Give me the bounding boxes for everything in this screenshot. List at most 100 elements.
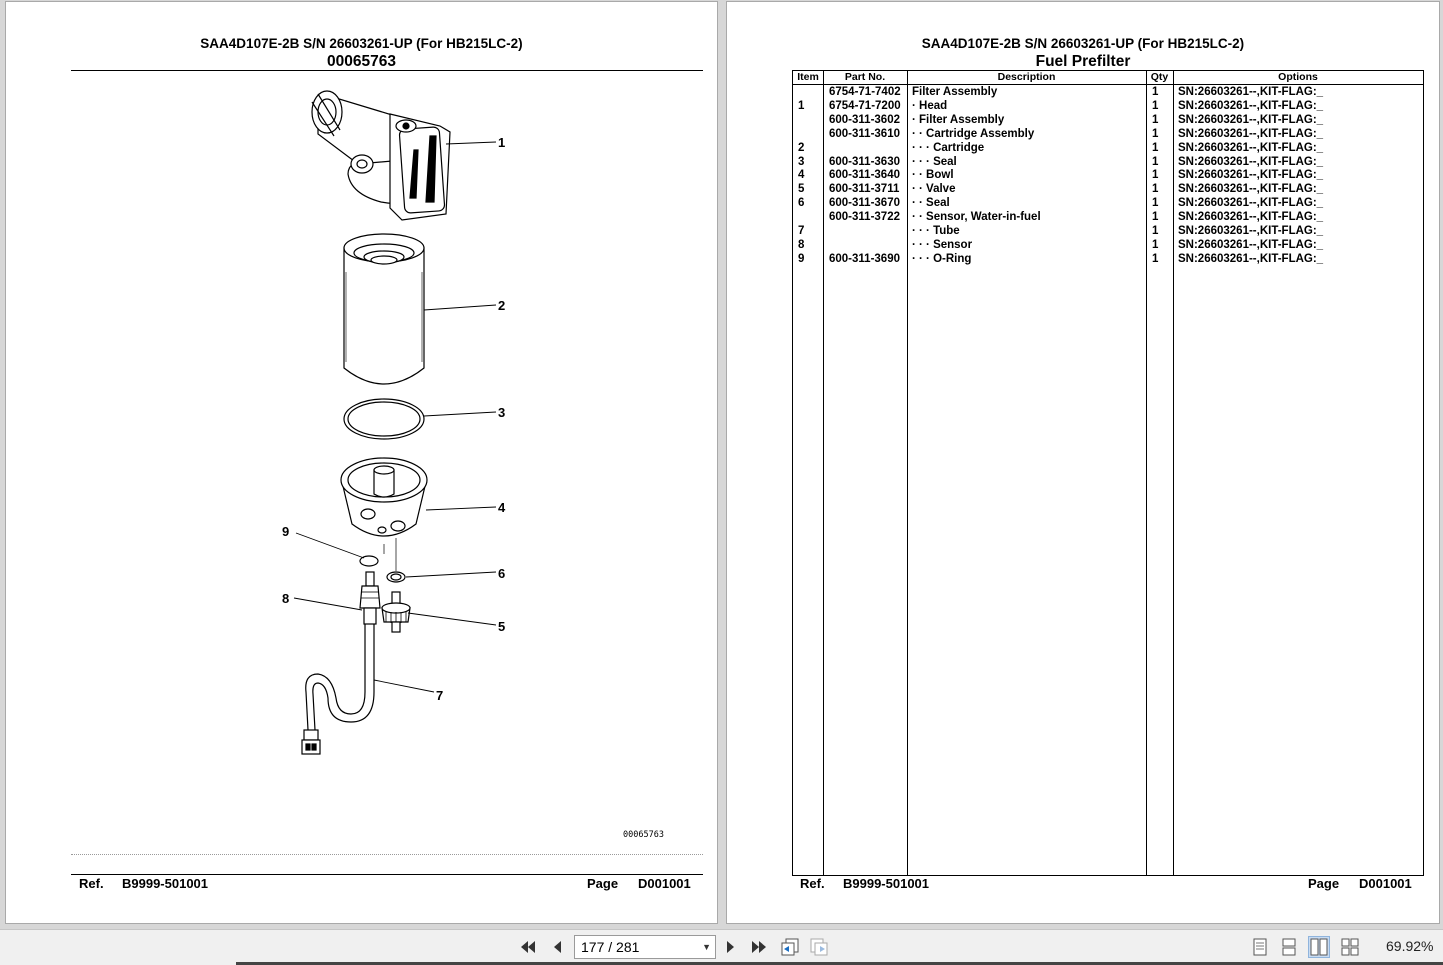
footer-dotted-rule: [71, 854, 703, 855]
table-row: 600-311-3602 · Filter Assembly 1 SN:2660326…: [793, 113, 1423, 127]
row-description: Filter Assembly: [912, 86, 998, 98]
row-options: SN:26603261--,KIT-FLAG:_: [1178, 183, 1324, 196]
callout-3: 3: [498, 405, 505, 420]
figure-id-label: 00065763: [623, 830, 664, 840]
first-page-button[interactable]: [517, 936, 539, 958]
go-forward-view-icon: [810, 938, 828, 956]
ref-label: Ref.: [79, 876, 104, 891]
filter-head-part: [311, 90, 451, 221]
two-page-view-button[interactable]: [1308, 936, 1330, 958]
o-ring-part: [359, 555, 379, 567]
continuous-view-icon: [1282, 938, 1296, 956]
row-quantity: 1: [1152, 238, 1159, 251]
chevron-down-icon[interactable]: ▼: [702, 942, 711, 952]
last-page-button[interactable]: [748, 936, 770, 958]
row-options: SN:26603261--,KIT-FLAG:_: [1178, 169, 1324, 182]
page-title: SAA4D107E-2B S/N 26603261-UP (For HB215L…: [921, 36, 1245, 51]
row-options: SN:26603261--,KIT-FLAG:_: [1178, 197, 1324, 210]
row-options: SN:26603261--,KIT-FLAG:_: [1178, 99, 1324, 112]
row-quantity: 1: [1152, 113, 1159, 126]
row-description: · · · Seal: [912, 155, 957, 168]
row-description: · · · Cartridge: [912, 141, 985, 154]
parts-table: Item Part No. Description Qty Options 67…: [792, 70, 1424, 876]
cartridge-part: [343, 233, 425, 385]
header-part-no: Part No.: [844, 71, 886, 83]
first-page-icon: [521, 941, 535, 953]
two-page-continuous-view-button[interactable]: [1339, 936, 1361, 958]
next-page-button[interactable]: [720, 936, 742, 958]
row-part-number: 600-311-3602: [829, 113, 900, 126]
page-title: SAA4D107E-2B S/N 26603261-UP (For HB215L…: [200, 36, 523, 51]
single-page-view-icon: [1253, 938, 1267, 956]
section-title: Fuel Prefilter: [1035, 53, 1131, 70]
row-part-number: 600-311-3722: [829, 211, 900, 224]
callout-5: 5: [498, 619, 505, 634]
previous-page-button[interactable]: [546, 936, 568, 958]
page-indicator: 177 / 281: [581, 939, 640, 955]
header-qty: Qty: [1150, 71, 1169, 83]
row-description: · · · Sensor: [912, 238, 973, 251]
left-page: SAA4D107E-2B S/N 26603261-UP (For HB215L…: [5, 1, 718, 924]
row-quantity: 1: [1152, 127, 1159, 140]
last-page-icon: [752, 941, 766, 953]
page-label: Page: [587, 876, 619, 891]
sensor-part: [359, 571, 381, 625]
row-options: SN:26603261--,KIT-FLAG:_: [1178, 127, 1324, 140]
exploded-parts-diagram: 1 2 3 4 5 6 7 8 9 00065763: [282, 90, 664, 840]
callout-4: 4: [498, 500, 506, 515]
row-quantity: 1: [1152, 252, 1159, 265]
row-part-number: 6754-71-7402: [829, 86, 901, 98]
small-seal-part: [386, 571, 406, 583]
row-part-number: 600-311-3711: [829, 183, 900, 196]
go-forward-view-button[interactable]: [808, 936, 830, 958]
callout-8: 8: [282, 591, 289, 606]
page-number-field[interactable]: 177 / 281 ▼: [574, 935, 716, 959]
two-page-continuous-view-icon: [1341, 938, 1359, 956]
valve-part: [381, 591, 411, 633]
page-code: D001001: [1359, 876, 1412, 891]
callout-9: 9: [282, 524, 289, 539]
ref-value: B9999-501001: [843, 876, 930, 891]
row-item-number: 4: [798, 169, 805, 182]
two-page-view-icon: [1310, 938, 1328, 956]
page-code: D001001: [638, 876, 691, 891]
row-item-number: 9: [798, 252, 805, 265]
row-description: · · Valve: [912, 183, 956, 196]
go-back-view-icon: [781, 938, 799, 956]
row-options: SN:26603261--,KIT-FLAG:_: [1178, 113, 1324, 126]
row-options: SN:26603261--,KIT-FLAG:_: [1178, 252, 1324, 265]
row-quantity: 1: [1152, 86, 1159, 98]
callout-2: 2: [498, 298, 505, 313]
footer-rule: [71, 874, 703, 875]
ref-value: B9999-501001: [122, 876, 209, 891]
row-options: SN:26603261--,KIT-FLAG:_: [1178, 155, 1324, 168]
row-item-number: 1: [798, 99, 805, 112]
row-item-number: 3: [798, 155, 805, 168]
page-label: Page: [1308, 876, 1340, 891]
single-page-view-button[interactable]: [1249, 936, 1271, 958]
go-back-view-button[interactable]: [779, 936, 801, 958]
row-options: SN:26603261--,KIT-FLAG:_: [1178, 86, 1324, 98]
callout-7: 7: [436, 688, 443, 703]
row-description: · · · O-Ring: [912, 252, 972, 265]
zoom-level[interactable]: 69.92%: [1386, 938, 1434, 954]
next-page-icon: [727, 941, 734, 953]
row-item-number: 2: [798, 141, 805, 154]
row-description: · Filter Assembly: [912, 113, 1005, 126]
ref-label: Ref.: [800, 876, 825, 891]
row-quantity: 1: [1152, 141, 1159, 154]
row-description: · Head: [912, 99, 948, 112]
row-quantity: 1: [1152, 155, 1159, 168]
row-description: · · Cartridge Assembly: [912, 127, 1035, 140]
continuous-view-button[interactable]: [1278, 936, 1300, 958]
seal-ring-part: [343, 398, 425, 440]
viewer-toolbar: 177 / 281 ▼: [0, 929, 1443, 965]
header-options: Options: [1278, 71, 1318, 83]
